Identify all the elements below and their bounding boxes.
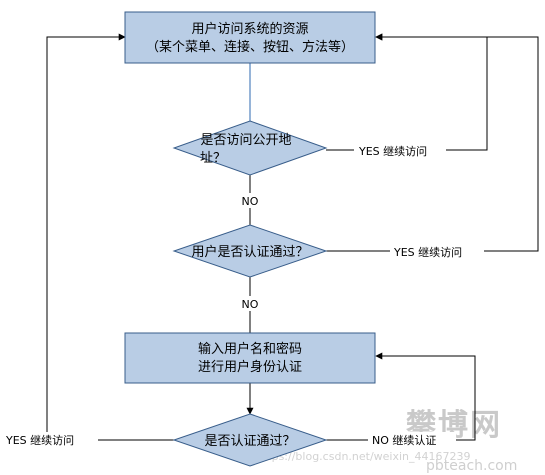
watermark-site: pbteach.com [426, 458, 517, 474]
connector-pass-yes [46, 33, 178, 441]
label-auth-yes: YES 继续访问 [393, 245, 462, 259]
watermark-url: https://blog.csdn.net/weixin_44167239 [256, 450, 471, 463]
label-auth-no: NO [242, 298, 259, 311]
resource-box: 用户访问系统的资源 （某个菜单、连接、按钮、方法等） [124, 11, 376, 64]
login-box: 输入用户名和密码 进行用户身份认证 [124, 332, 376, 384]
label-public-no: NO [242, 195, 259, 208]
public-address-decision: 是否访问公开地 址？ [172, 120, 328, 176]
label-pass-yes: YES 继续访问 [5, 433, 74, 447]
auth-pass-decision: 是否认证通过？ [172, 413, 328, 467]
resource-box-line1: 用户访问系统的资源 [191, 21, 308, 37]
label-pass-no: NO 继续认证 [372, 433, 436, 447]
resource-box-line2: （某个菜单、连接、按钮、方法等） [146, 39, 354, 55]
label-public-yes: YES 继续访问 [358, 144, 427, 158]
login-box-line1: 输入用户名和密码 [198, 341, 302, 357]
auth-decision-text: 用户是否认证通过？ [191, 244, 308, 260]
public-decision-line1: 是否访问公开地 [200, 133, 291, 148]
public-decision-line2: 址？ [200, 151, 226, 166]
pass-decision-text: 是否认证通过？ [204, 434, 295, 449]
user-authenticated-decision: 用户是否认证通过？ [172, 224, 328, 278]
watermark: https://blog.csdn.net/weixin_44167239 攀博… [256, 408, 517, 474]
login-box-line2: 进行用户身份认证 [198, 359, 302, 375]
